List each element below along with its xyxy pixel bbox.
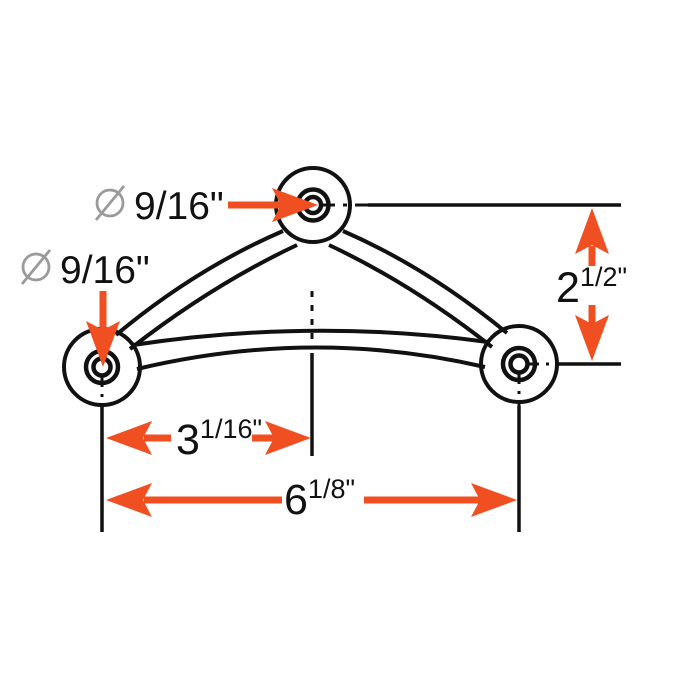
height-dim-whole: 2: [556, 264, 580, 312]
arm-top-left-outer-edge: [114, 229, 284, 337]
arm-top-right-outer-edge: [342, 229, 509, 335]
arm-top-right-inner-edge: [328, 243, 494, 349]
left-diameter-arrowhead: [86, 321, 120, 367]
top-diameter-arrowhead: [272, 188, 318, 222]
overall-dim-left-arrowhead: [106, 483, 152, 517]
overall-dimension-label: 61/8": [284, 474, 355, 524]
right-hole-bore-circle: [508, 353, 530, 375]
height-dim-up-arrowhead: [575, 208, 609, 254]
center-dim-left-arrowhead: [106, 421, 152, 455]
diameter-icon: [94, 185, 126, 221]
dimension-arrowheads: [86, 188, 609, 517]
arm-top-left-inner-edge: [128, 243, 298, 351]
center-dimension-label: 31/16": [176, 414, 262, 464]
left-hole-diameter-label: 9/16": [60, 249, 150, 292]
overall-dim-fraction: 1/8": [308, 474, 355, 504]
center-dim-right-arrowhead: [265, 421, 311, 455]
diameter-icon: [20, 249, 52, 285]
dimension-arrow-shafts: [99, 201, 596, 504]
diameter-icons: [20, 185, 126, 285]
height-dimension-label: 21/2": [556, 262, 627, 312]
center-dim-whole: 3: [176, 416, 200, 464]
centerlines-and-extension-lines: [100, 203, 621, 532]
right-boss-circle: [479, 324, 559, 404]
height-dim-fraction: 1/2": [580, 262, 627, 292]
top-hole-diameter-label: 9/16": [134, 185, 224, 228]
arm-bottom-upper-edge: [132, 328, 489, 347]
center-dim-fraction: 1/16": [200, 414, 262, 444]
overall-dim-whole: 6: [284, 476, 308, 524]
overall-dim-right-arrowhead: [471, 483, 517, 517]
dimension-text-labels: 9/16" 9/16" 21/2" 31/16" 61/8": [60, 185, 627, 524]
height-dim-down-arrowhead: [575, 315, 609, 361]
